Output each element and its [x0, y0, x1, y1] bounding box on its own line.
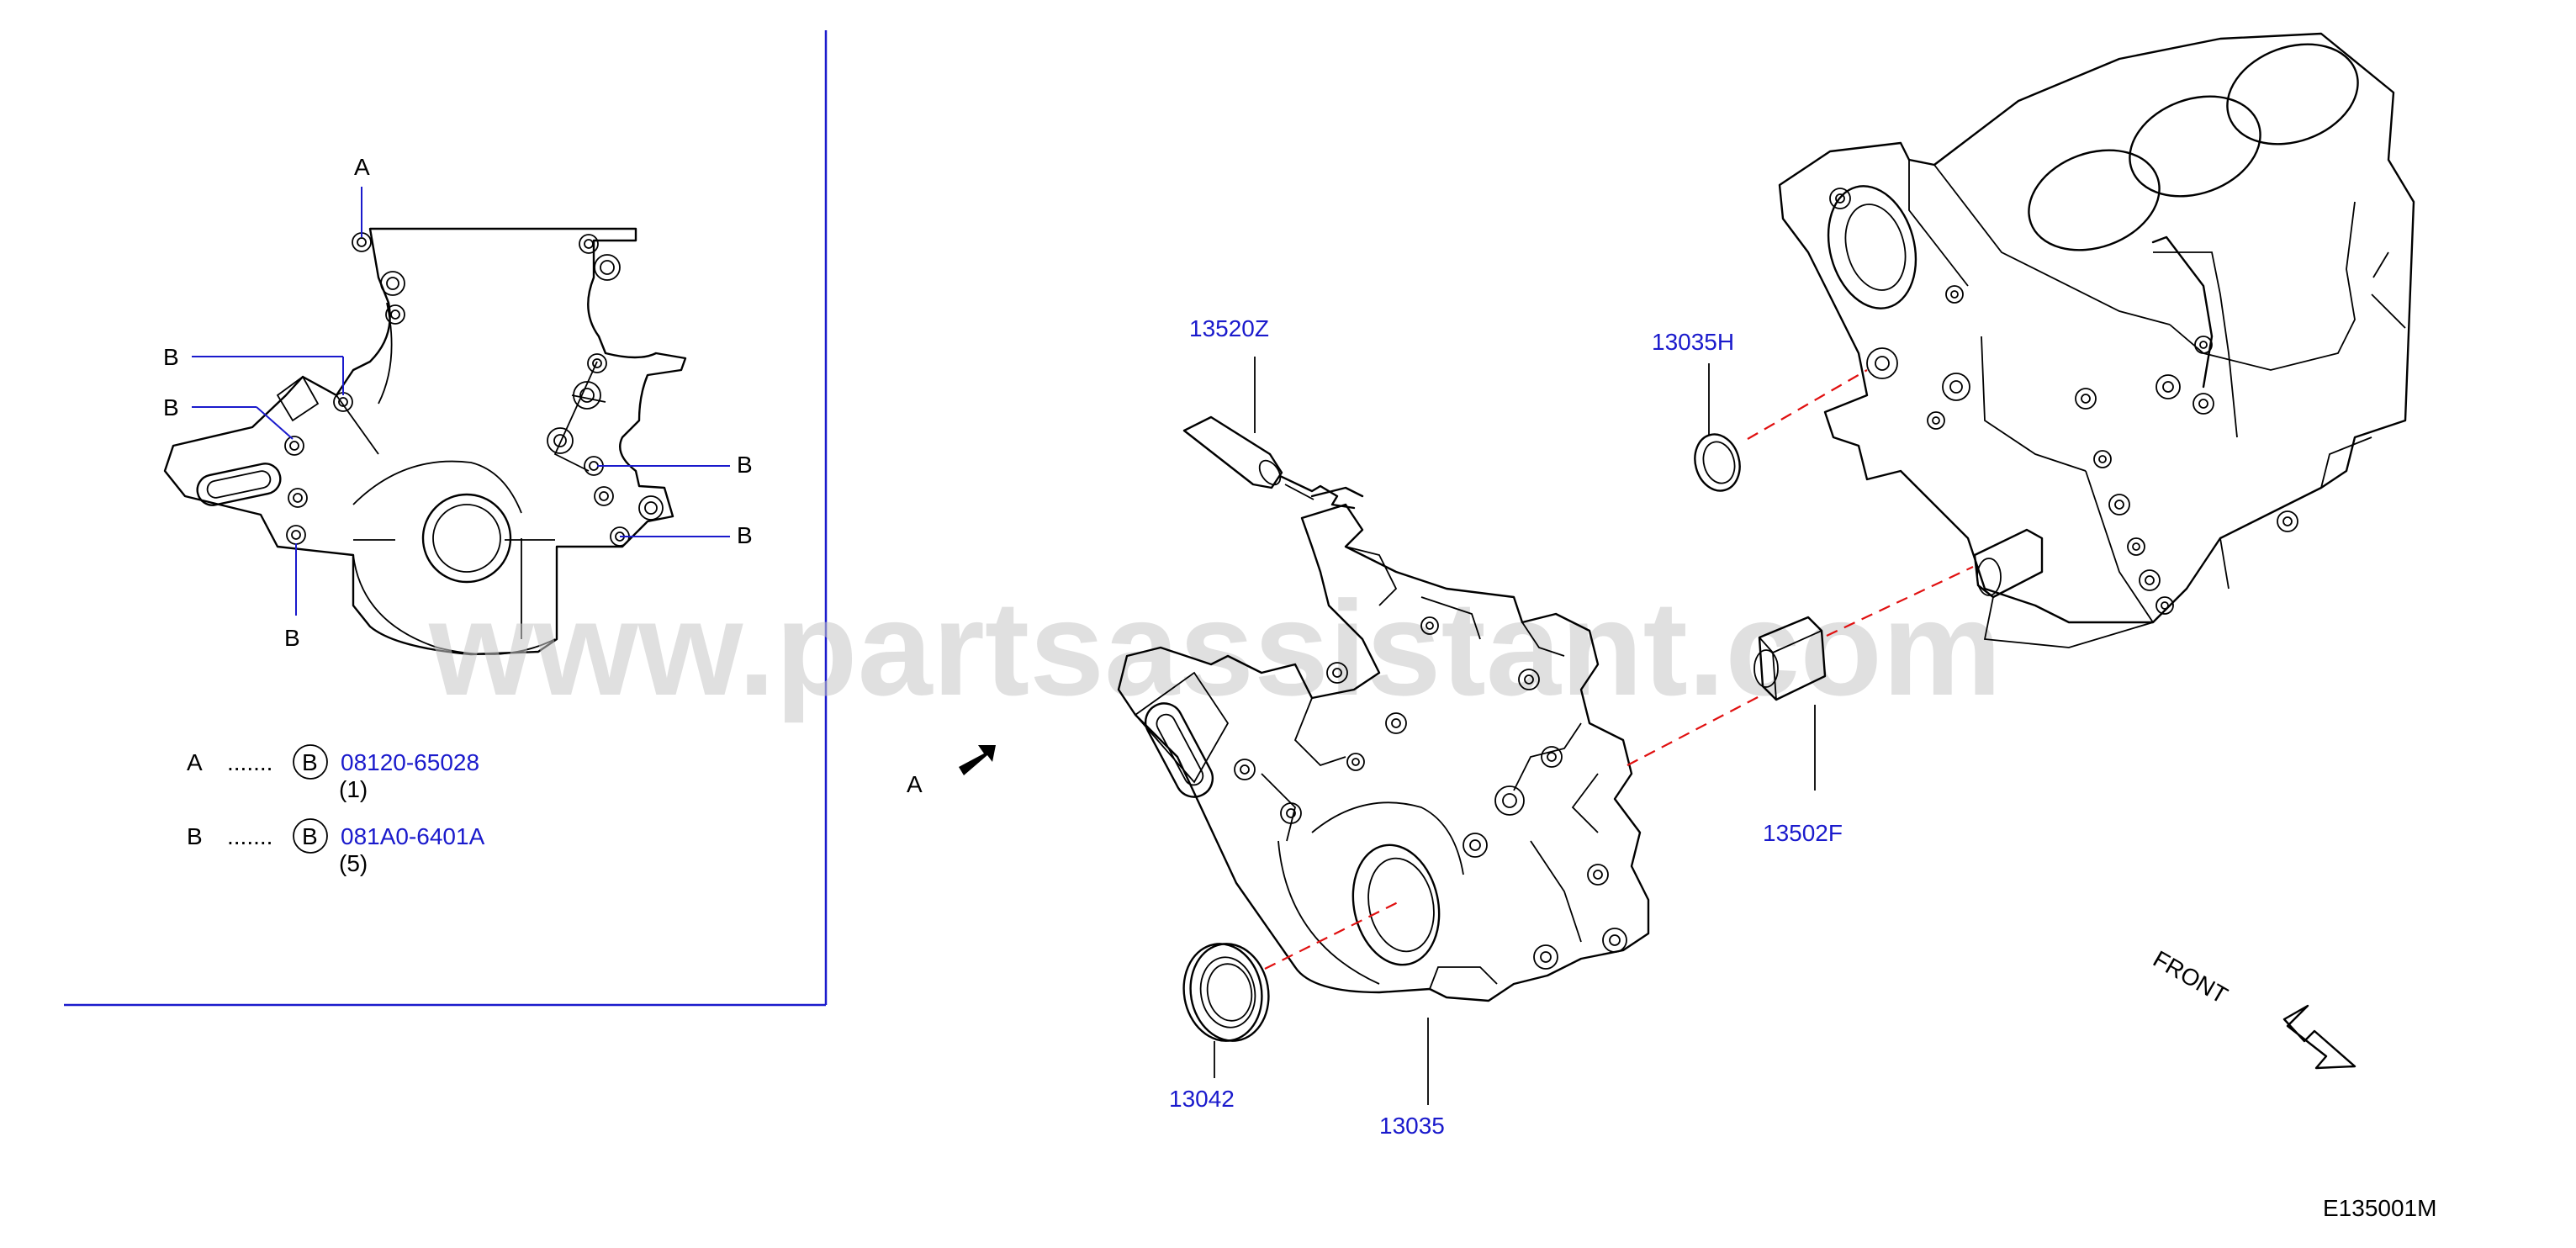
label-b-3: B	[737, 452, 753, 478]
view-a-indicator: A	[907, 745, 996, 797]
assembly-lines	[1264, 369, 1974, 970]
legend-row-a: A ....... B 08120-65028 (1)	[187, 744, 479, 802]
front-arrow-icon	[2282, 1004, 2356, 1070]
callout-13035H[interactable]: 13035H	[1652, 329, 1734, 355]
gasket-drawing	[1694, 433, 1741, 492]
callout-13042[interactable]: 13042	[1169, 1086, 1235, 1112]
label-b-4: B	[737, 522, 753, 548]
bushing-drawing	[1753, 616, 1827, 701]
front-cover-drawing	[1117, 503, 1650, 1002]
detail-view-frame	[64, 30, 828, 1007]
view-label: A	[907, 771, 923, 797]
legend-qty: (1)	[339, 776, 368, 802]
oil-gauge-drawing	[1182, 415, 1364, 510]
legend-circle-letter: B	[302, 749, 318, 775]
label-b-1: B	[163, 344, 179, 370]
front-label: FRONT	[2149, 945, 2232, 1008]
legend-row-b: B ....... B 081A0-6401A (5)	[187, 818, 485, 876]
callout-leaders	[1214, 357, 1816, 1105]
detail-labels: A B B B B B	[163, 154, 753, 651]
legend-dots: .......	[227, 749, 272, 775]
bolt-symbol-icon	[293, 744, 328, 780]
diagram-code: E135001M	[2323, 1195, 2436, 1221]
callout-13520Z[interactable]: 13520Z	[1189, 315, 1269, 341]
legend-qty: (5)	[339, 850, 368, 876]
detail-cover-drawing	[163, 227, 687, 656]
legend-dots: .......	[227, 823, 272, 849]
bolt-legend: A ....... B 08120-65028 (1) B ....... B …	[187, 744, 485, 876]
legend-circle-letter: B	[302, 823, 318, 849]
oil-seal-drawing	[1182, 943, 1270, 1042]
part-link-081A0-6401A[interactable]: 081A0-6401A	[341, 823, 485, 849]
detail-leaders	[192, 187, 730, 616]
label-b-5: B	[284, 625, 300, 651]
callout-13502F[interactable]: 13502F	[1763, 820, 1843, 846]
legend-letter: B	[187, 823, 203, 849]
view-arrow-icon	[959, 745, 996, 775]
callouts: 13520Z 13035H 13502F 13042 13035	[1169, 315, 1843, 1139]
label-a: A	[354, 154, 370, 180]
watermark: www.partsassistant.com	[428, 573, 2002, 723]
callout-13035[interactable]: 13035	[1379, 1113, 1445, 1139]
label-b-2: B	[163, 394, 179, 420]
part-link-08120-65028[interactable]: 08120-65028	[341, 749, 479, 775]
cylinder-block-drawing	[1778, 32, 2415, 648]
bolt-symbol-icon	[293, 818, 328, 854]
front-indicator: FRONT	[2149, 945, 2356, 1070]
legend-letter: A	[187, 749, 203, 775]
